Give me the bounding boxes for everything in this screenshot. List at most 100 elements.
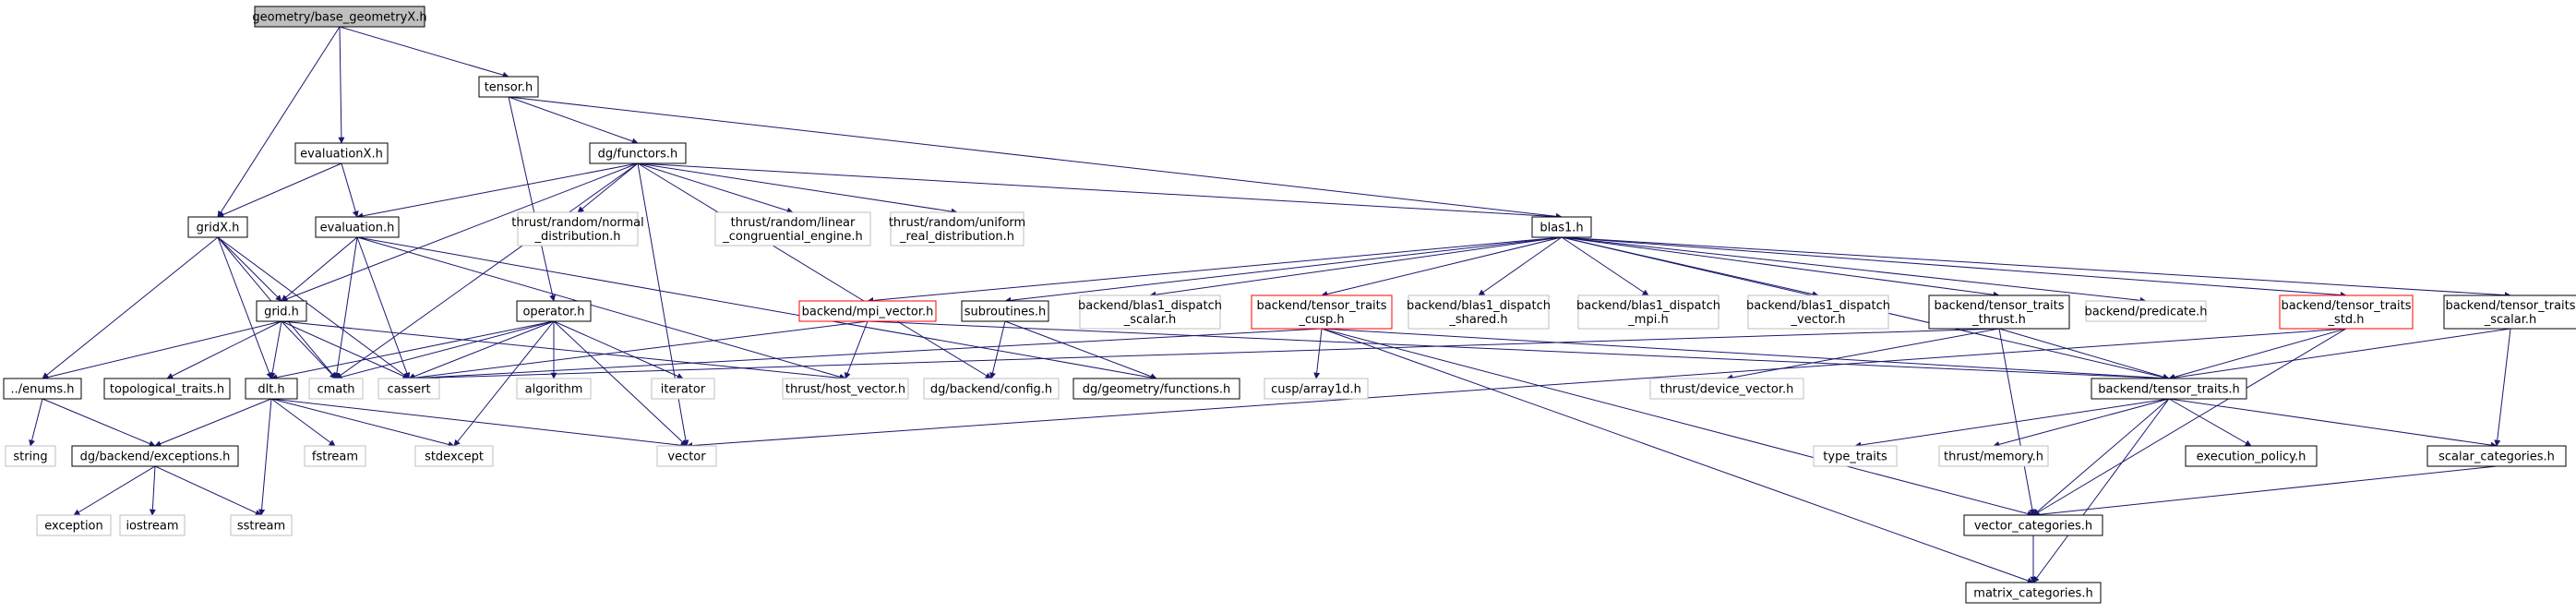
- node-vector: vector: [656, 445, 717, 467]
- edge-dlt-to-sstream: [258, 398, 272, 516]
- edge-enums-to-exceptions: [42, 398, 156, 447]
- node-label: sstream: [237, 520, 285, 534]
- node-label: backend/tensor_traits.h: [2098, 383, 2239, 397]
- node-label: _congruential_engine.h: [722, 230, 862, 244]
- node-base_geometryX[interactable]: geometry/base_geometryX.h: [252, 6, 427, 28]
- edge-base_geometryX-to-tensor: [339, 26, 509, 78]
- node-box: [315, 216, 400, 238]
- node-vector_categories[interactable]: vector_categories.h: [1963, 514, 2103, 536]
- node-box: [414, 445, 494, 467]
- node-string: string: [5, 445, 56, 467]
- edge-blas1-to-tt_thrust: [1561, 236, 2000, 298]
- node-cassert: cassert: [377, 378, 440, 400]
- node-label: string: [13, 451, 47, 464]
- node-label: _vector.h: [1791, 313, 1846, 327]
- node-tt_cusp[interactable]: backend/tensor_traits_cusp.h: [1251, 294, 1393, 330]
- edge-grid-to-dlt: [269, 320, 282, 379]
- node-enums[interactable]: ../enums.h: [3, 378, 82, 400]
- edge-evaluationX-to-evaluation: [341, 162, 359, 218]
- node-uniform_real: thrust/random/uniform_real_distribution.…: [889, 211, 1025, 246]
- edge-base_geometryX-to-gridX: [217, 26, 341, 218]
- node-tt_scalar[interactable]: backend/tensor_traits_scalar.h: [2443, 294, 2576, 330]
- node-box: [714, 211, 871, 246]
- node-mpi_vector[interactable]: backend/mpi_vector.h: [798, 300, 937, 322]
- node-tensor[interactable]: tensor.h: [478, 76, 539, 98]
- node-label: _mpi.h: [1627, 313, 1668, 327]
- node-label: cusp/array1d.h: [1271, 383, 1361, 397]
- node-label: _std.h: [2328, 313, 2365, 327]
- node-box: [5, 445, 56, 467]
- node-label: execution_policy.h: [2197, 451, 2306, 464]
- edge-tt_scalar-to-tensor_traits: [2168, 328, 2511, 381]
- node-topological[interactable]: topological_traits.h: [103, 378, 231, 400]
- node-subroutines[interactable]: subroutines.h: [961, 300, 1049, 322]
- node-exception: exception: [36, 514, 112, 536]
- node-normal_dist: thrust/random/normal_distribution.h: [511, 211, 644, 246]
- node-dlt[interactable]: dlt.h: [245, 378, 298, 400]
- node-label: backend/tensor_traits: [1256, 299, 1386, 313]
- edge-blas1-to-dispatch_mpi: [1561, 236, 1649, 296]
- node-scalar_categories[interactable]: scalar_categories.h: [2426, 445, 2567, 467]
- node-grid[interactable]: grid.h: [256, 300, 307, 322]
- edge-mpi_vector-to-host_vector: [845, 320, 869, 379]
- edge-subroutines-to-geom_functions: [1004, 320, 1157, 380]
- node-label: evaluationX.h: [300, 148, 383, 162]
- edge-functors-to-uniform_real: [637, 162, 958, 215]
- node-box: [1577, 294, 1719, 330]
- node-execution_policy[interactable]: execution_policy.h: [2185, 445, 2318, 467]
- edge-operator-to-cmath: [335, 320, 555, 380]
- edge-grid-to-topological: [166, 320, 282, 379]
- node-tt_std[interactable]: backend/tensor_traits_std.h: [2279, 294, 2414, 330]
- edge-operator-to-stdexcept: [453, 320, 555, 447]
- edge-tt_thrust-to-device_vector: [1726, 328, 2000, 381]
- node-tensor_traits[interactable]: backend/tensor_traits.h: [2091, 378, 2247, 400]
- edge-evaluation-to-cmath: [333, 236, 358, 379]
- node-box: [230, 514, 293, 536]
- node-label: backend/mpi_vector.h: [802, 306, 934, 319]
- edge-blas1-to-tt_scalar: [1561, 236, 2511, 299]
- edge-tt_std-to-tensor_traits: [2168, 328, 2347, 380]
- node-exceptions[interactable]: dg/backend/exceptions.h: [71, 445, 239, 467]
- node-functors[interactable]: dg/functors.h: [589, 142, 687, 164]
- node-box: [36, 514, 112, 536]
- edge-dlt-to-vector: [270, 398, 688, 449]
- edge-tensor_traits-to-type_traits: [1854, 398, 2170, 449]
- node-gridX[interactable]: gridX.h: [187, 216, 248, 238]
- node-label: thrust/random/uniform: [889, 216, 1025, 230]
- edge-functors-to-config: [637, 162, 992, 379]
- edge-functors-to-evaluation: [356, 162, 639, 220]
- node-thrust_memory: thrust/memory.h: [1938, 445, 2049, 467]
- edge-dlt-to-fstream: [270, 398, 336, 447]
- edge-evaluation-to-host_vector: [356, 236, 846, 380]
- node-box: [923, 378, 1060, 400]
- node-linear_cong: thrust/random/linear_congruential_engine…: [714, 211, 871, 246]
- node-blas1[interactable]: blas1.h: [1531, 216, 1592, 238]
- node-label: backend/blas1_dispatch: [1407, 299, 1551, 313]
- node-tt_thrust[interactable]: backend/tensor_traits_thrust.h: [1928, 294, 2070, 330]
- node-evaluationX[interactable]: evaluationX.h: [294, 142, 389, 164]
- edge-scalar_categories-to-vector_categories: [2032, 465, 2498, 518]
- node-label: backend/tensor_traits: [1934, 299, 2064, 313]
- node-geom_functions[interactable]: dg/geometry/functions.h: [1072, 378, 1240, 400]
- node-box: [890, 211, 1024, 246]
- node-config: dg/backend/config.h: [923, 378, 1060, 400]
- node-box: [1531, 216, 1592, 238]
- edge-exceptions-to-sstream: [154, 465, 262, 516]
- node-box: [1251, 294, 1393, 330]
- node-box: [2085, 300, 2207, 322]
- node-box: [187, 216, 248, 238]
- edge-tensor-to-operator: [508, 96, 557, 302]
- edge-functors-to-vector: [637, 162, 689, 447]
- node-box: [517, 211, 639, 246]
- node-matrix_categories[interactable]: matrix_categories.h: [1965, 582, 2102, 604]
- node-box: [71, 445, 239, 467]
- edge-gridX-to-dlt: [217, 236, 273, 379]
- node-label: gridX.h: [197, 222, 240, 235]
- node-evaluation[interactable]: evaluation.h: [315, 216, 400, 238]
- node-iostream: iostream: [119, 514, 186, 536]
- edge-dlt-to-exceptions: [154, 398, 272, 447]
- edge-functors-to-cmath: [335, 162, 639, 379]
- node-operator[interactable]: operator.h: [516, 300, 592, 322]
- node-cmath: cmath: [308, 378, 364, 400]
- node-label: dg/geometry/functions.h: [1083, 383, 1231, 397]
